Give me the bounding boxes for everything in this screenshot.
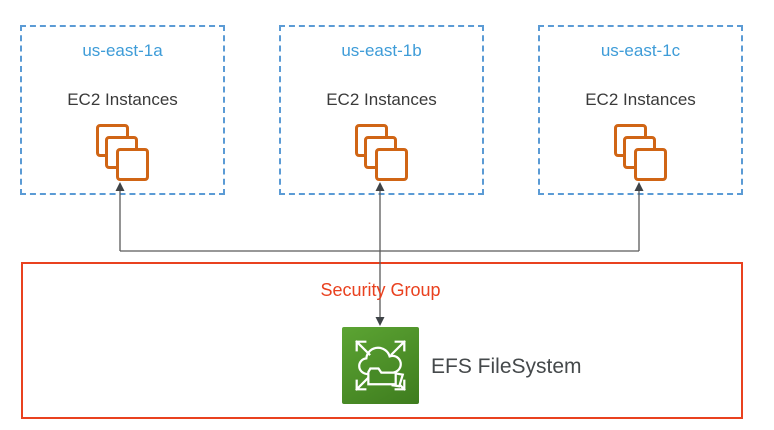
cloud-outline xyxy=(358,346,402,376)
ec2-instances-label: EC2 Instances xyxy=(67,90,178,109)
ec2-instances-label: EC2 Instances xyxy=(326,90,437,109)
az-box-us-east-1c: us-east-1c EC2 Instances xyxy=(538,25,743,195)
arrow-top-right xyxy=(390,340,406,356)
ec2-square-front xyxy=(633,148,667,181)
ec2-instances-icon xyxy=(613,124,668,182)
az-box-us-east-1a: us-east-1a EC2 Instances xyxy=(20,25,225,195)
az-title: us-east-1c xyxy=(600,41,681,60)
folder-body xyxy=(367,367,397,386)
ec2-square-front xyxy=(115,148,149,181)
az-box-us-east-1b: us-east-1b EC2 Instances xyxy=(279,25,484,195)
efs-filesystem-label: EFS FileSystem xyxy=(431,355,582,378)
efs-icon-art xyxy=(355,340,406,391)
ec2-square-front xyxy=(374,148,408,181)
az-title: us-east-1b xyxy=(341,41,422,60)
ec2-instances-label: EC2 Instances xyxy=(585,90,696,109)
arrow-top-left xyxy=(355,340,371,356)
ec2-instances-icon xyxy=(354,124,409,182)
az-title: us-east-1a xyxy=(82,41,163,60)
efs-filesystem-icon xyxy=(342,327,419,404)
ec2-instances-icon xyxy=(95,124,150,182)
security-group-box xyxy=(21,262,743,419)
security-group-label: Security Group xyxy=(320,280,441,300)
